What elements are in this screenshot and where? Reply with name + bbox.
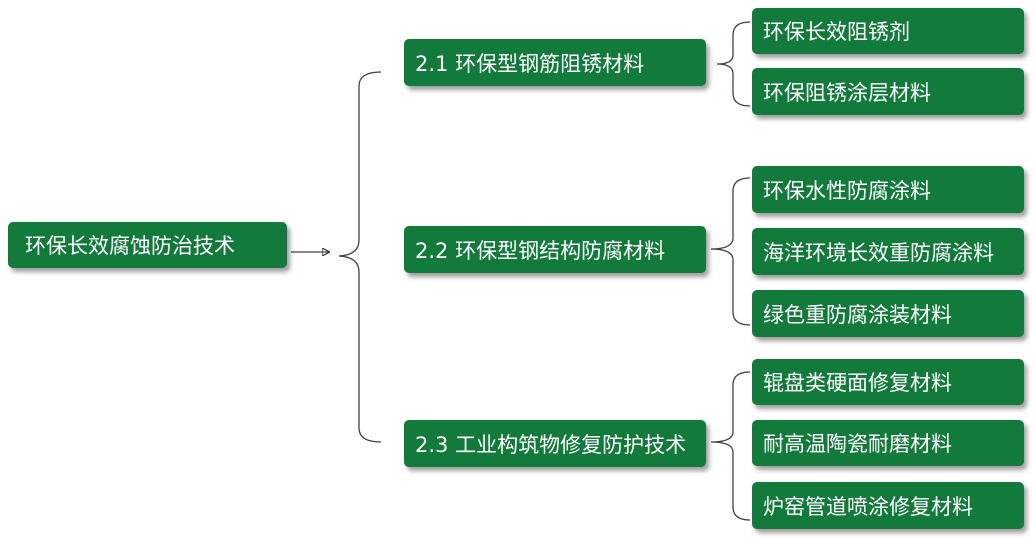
section-node-2-3: 2.3 工业构筑物修复防护技术 (404, 420, 706, 467)
root-node: 环保长效腐蚀防治技术 (8, 222, 287, 268)
leaf-node-label: 炉窑管道喷涂修复材料 (763, 494, 973, 519)
leaf-node: 海洋环境长效重防腐涂料 (752, 228, 1024, 275)
section-3-brace (710, 371, 751, 521)
leaf-node: 炉窑管道喷涂修复材料 (752, 482, 1024, 529)
leaf-node: 环保长效阻锈剂 (752, 8, 1024, 54)
leaf-node: 环保阻锈涂层材料 (752, 68, 1024, 115)
leaf-node-label: 辊盘类硬面修复材料 (763, 371, 952, 395)
leaf-node-label: 耐高温陶瓷耐磨材料 (763, 432, 952, 456)
leaf-node-label: 环保水性防腐涂料 (763, 178, 931, 203)
leaf-node: 绿色重防腐涂装材料 (752, 290, 1024, 337)
leaf-node-label: 环保阻锈涂层材料 (763, 80, 931, 105)
section-node-label: 2.2 环保型钢结构防腐材料 (415, 238, 666, 263)
root-brace (338, 71, 382, 443)
leaf-node: 耐高温陶瓷耐磨材料 (752, 420, 1024, 466)
section-node-label: 2.1 环保型钢筋阻锈材料 (415, 51, 645, 76)
leaf-node: 环保水性防腐涂料 (752, 166, 1024, 213)
section-1-brace (716, 21, 751, 107)
section-node-2-2: 2.2 环保型钢结构防腐材料 (404, 226, 706, 273)
leaf-node: 辊盘类硬面修复材料 (752, 359, 1024, 405)
leaf-node-label: 海洋环境长效重防腐涂料 (763, 240, 994, 265)
leaf-node-label: 环保长效阻锈剂 (763, 20, 910, 44)
section-2-brace (710, 177, 751, 326)
leaf-node-label: 绿色重防腐涂装材料 (763, 302, 952, 327)
section-node-2-1: 2.1 环保型钢筋阻锈材料 (404, 39, 706, 86)
section-node-label: 2.3 工业构筑物修复防护技术 (415, 432, 687, 457)
root-node-label: 环保长效腐蚀防治技术 (25, 234, 235, 258)
